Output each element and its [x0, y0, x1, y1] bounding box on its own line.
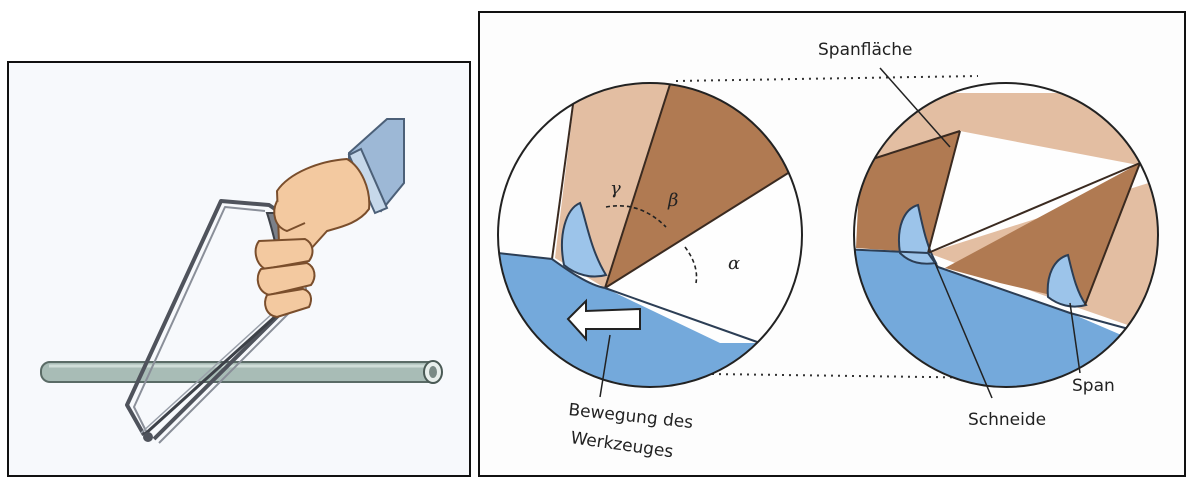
angle-gamma-label: γ [610, 178, 621, 199]
angle-beta-label: β [667, 190, 678, 211]
cutting-geometry-panel: γ β α [478, 11, 1186, 477]
label-schneide: Schneide [968, 410, 1046, 430]
angle-alpha-label: α [728, 253, 740, 274]
pipe [41, 361, 442, 383]
hacksaw-illustration [9, 63, 469, 475]
cutting-geometry-diagram: γ β α [480, 13, 1184, 475]
label-spanflaeche: Spanfläche [818, 40, 912, 60]
label-span: Span [1072, 376, 1115, 396]
hacksaw-panel [7, 61, 471, 477]
